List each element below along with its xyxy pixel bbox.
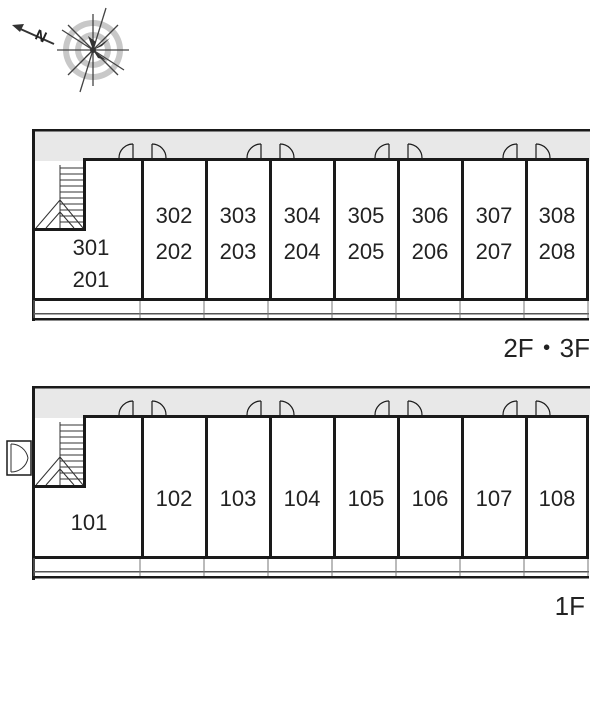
floor-plan-upper: 301 201 302 202 303 203 304 204 305 205 … [32,129,590,363]
floor-label: 1F [555,591,585,621]
door-icon [279,400,295,416]
unit-label: 203 [220,239,257,264]
unit-label: 208 [539,239,576,264]
floor-plan-ground: 101 102 103 104 105 106 107 108 1F [6,386,590,621]
unit-label: 101 [71,510,108,535]
unit-label: 106 [412,486,449,511]
unit-label: 202 [156,239,193,264]
door-icon [246,400,262,416]
door-icon [118,400,134,416]
door-icon [407,400,423,416]
unit-label: 102 [156,486,193,511]
door-icon [151,143,167,159]
door-icon [407,143,423,159]
unit-label: 107 [476,486,513,511]
door-icon [279,143,295,159]
north-arrow-icon [12,24,55,45]
entrance-door-icon [6,440,32,476]
compass-rose-icon [57,7,129,93]
staircase-icon [34,158,86,231]
door-icon [151,400,167,416]
door-icon [535,400,551,416]
staircase-icon [34,415,86,488]
unit-label: 307 [476,203,513,228]
floor-label: 2F・3F [503,333,590,363]
unit-label: 105 [348,486,385,511]
unit-label: 204 [284,239,321,264]
unit-label: 301 [73,235,110,260]
unit-label: 303 [220,203,257,228]
corridor [34,386,590,418]
door-icon [374,400,390,416]
door-icon [535,143,551,159]
unit-label: 302 [156,203,193,228]
unit-label: 207 [476,239,513,264]
door-icon [374,143,390,159]
door-icon [118,143,134,159]
unit-label: 305 [348,203,385,228]
north-label: N [32,26,49,46]
unit-label: 304 [284,203,321,228]
unit-label: 201 [73,267,110,292]
unit-label: 108 [539,486,576,511]
unit-label: 206 [412,239,449,264]
corridor [34,129,590,161]
unit-label: 205 [348,239,385,264]
door-icon [502,143,518,159]
unit-label: 103 [220,486,257,511]
door-icon [502,400,518,416]
unit-label: 306 [412,203,449,228]
unit-label: 104 [284,486,321,511]
door-icon [246,143,262,159]
unit-label: 308 [539,203,576,228]
